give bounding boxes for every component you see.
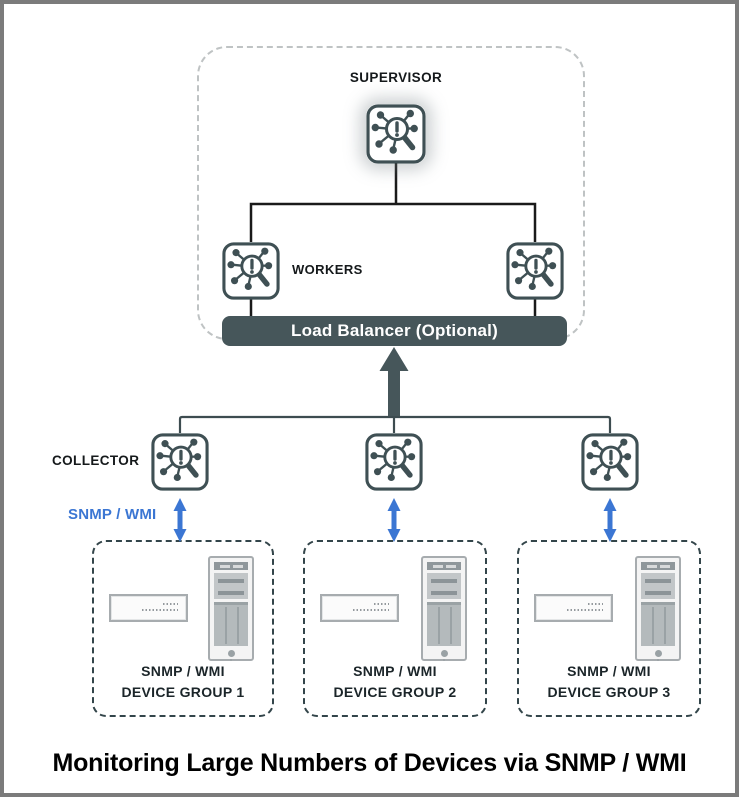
rack-appliance-icon [109, 594, 188, 622]
rack-appliance-icon [320, 594, 399, 622]
device-group-label-line2: DEVICE GROUP 1 [121, 684, 245, 700]
diagram-title: Monitoring Large Numbers of Devices via … [52, 749, 687, 777]
load-balancer-bar: Load Balancer (Optional) [222, 316, 567, 346]
snmp-wmi-protocol-label: SNMP / WMI [68, 506, 157, 523]
device-group-box-3: SNMP / WMI DEVICE GROUP 3 [517, 540, 701, 717]
collector-node-icon-2 [365, 433, 423, 491]
tower-pc-icon [635, 556, 681, 661]
device-group-label-line1: SNMP / WMI [353, 663, 437, 679]
tower-pc-icon [421, 556, 467, 661]
blue-double-arrow-1 [173, 498, 187, 542]
thick-up-arrow [379, 347, 409, 416]
device-group-box-2: SNMP / WMI DEVICE GROUP 2 [303, 540, 487, 717]
device-group-label-line2: DEVICE GROUP 2 [333, 684, 457, 700]
device-group-box-1: SNMP / WMI DEVICE GROUP 1 [92, 540, 274, 717]
device-group-label: SNMP / WMI DEVICE GROUP 1 [94, 661, 272, 703]
worker-node-icon-left [222, 242, 280, 300]
device-group-label: SNMP / WMI DEVICE GROUP 3 [519, 661, 699, 703]
collector-tree-connector [178, 415, 612, 433]
blue-double-arrow-2 [387, 498, 401, 542]
collector-node-icon-1 [151, 433, 209, 491]
load-balancer-label: Load Balancer (Optional) [291, 321, 498, 340]
supervisor-label: SUPERVISOR [349, 70, 443, 85]
device-group-label-line2: DEVICE GROUP 3 [547, 684, 671, 700]
device-group-label: SNMP / WMI DEVICE GROUP 2 [305, 661, 485, 703]
worker-node-icon-right [506, 242, 564, 300]
collector-label: COLLECTOR [52, 453, 140, 468]
device-group-label-line1: SNMP / WMI [567, 663, 651, 679]
tower-pc-icon [208, 556, 254, 661]
workers-label: WORKERS [292, 262, 363, 277]
device-group-label-line1: SNMP / WMI [141, 663, 225, 679]
supervisor-node-icon [366, 104, 426, 164]
collector-node-icon-3 [581, 433, 639, 491]
rack-appliance-icon [534, 594, 613, 622]
blue-double-arrow-3 [603, 498, 617, 542]
snmp-double-arrows [173, 498, 617, 542]
